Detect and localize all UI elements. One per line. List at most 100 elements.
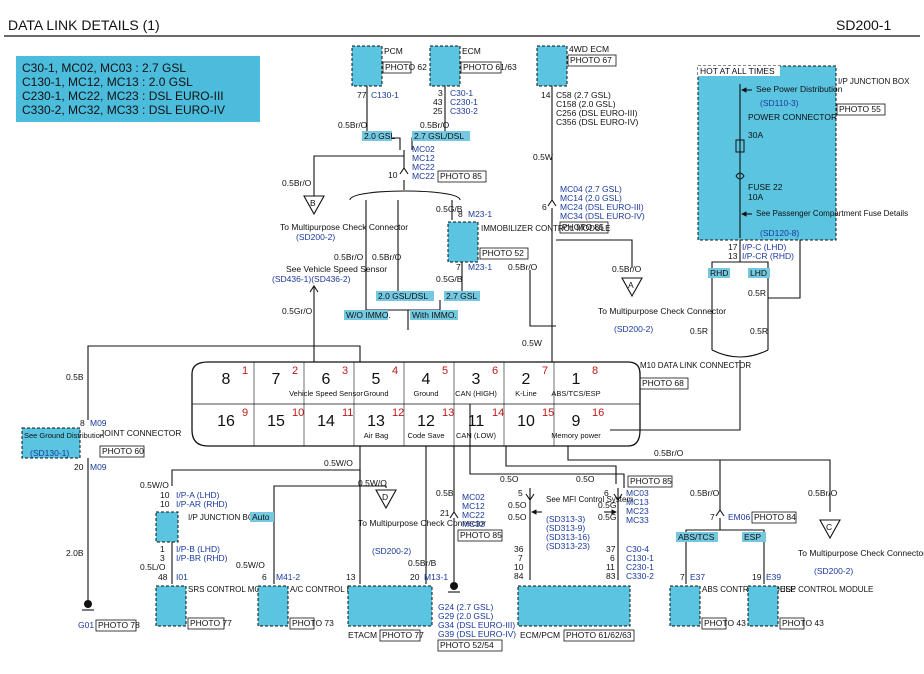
dlc-pin-label: Air Bag [364, 431, 389, 440]
joint-conn: M09 [90, 418, 107, 428]
ecm-4wd-conn: C356 (DSL EURO-IV) [556, 117, 639, 127]
ipj-pin: 10 [160, 499, 170, 509]
gnd-photo: PHOTO 85 [460, 530, 502, 540]
wire-label: 0.5L/O [140, 562, 166, 572]
dlc-pin-ref: 2 [292, 365, 298, 377]
jbox-conn: I/P-C (LHD) [742, 242, 787, 252]
ref-d-ref: (SD200-2) [372, 546, 411, 556]
jbox-photo: PHOTO 55 [839, 104, 881, 114]
g01-photo: PHOTO 78 [98, 620, 140, 630]
wire-label: 0.5B [66, 372, 84, 382]
mfi-conn: C330-2 [626, 571, 654, 581]
wire-label: 0.5Br/O [334, 252, 364, 262]
mfi-pin: 37 [606, 544, 616, 554]
ac-pin: 6 [262, 572, 267, 582]
immo-pin-bottom: 7 [456, 262, 461, 272]
wire-label: 0.5Br/O [420, 120, 450, 130]
ref-b-ref: (SD200-2) [296, 232, 335, 242]
legend-line: C130-1, MC12, MC13 : 2.0 GSL [22, 75, 193, 89]
dlc-pin-number: 11 [468, 413, 485, 430]
page-title: DATA LINK DETAILS (1) [8, 17, 160, 33]
etacm-pin: 13 [346, 572, 356, 582]
mfi-ref: (SD313-3) [546, 514, 585, 524]
mc-conn: MC12 [412, 153, 435, 163]
wire-label: 0.5O [576, 474, 595, 484]
wire-label: 0.5Br/O [338, 120, 368, 130]
g01-label: G01 [78, 620, 94, 630]
wire-label: 0.5R [690, 326, 708, 336]
vss-text: See Vehicle Speed Sensor [286, 264, 387, 274]
joint-gdref: (SD130-1) [30, 448, 69, 458]
ref-a-ref: (SD200-2) [614, 324, 653, 334]
mc-pin: 10 [388, 170, 398, 180]
wire-label: 0.5Br/O [690, 488, 720, 498]
ecm-4wd-conn: C58 (2.7 GSL) [556, 90, 611, 100]
mfi-conn: C30-4 [626, 544, 649, 554]
wire-label: 0.5B [436, 488, 454, 498]
mfi-conn: C230-1 [626, 562, 654, 572]
dlc-pin-ref: 9 [242, 407, 248, 419]
wire-label: 0.5G/B [436, 204, 463, 214]
mfi-ref: (SD313-9) [546, 523, 585, 533]
wire-label: 0.5Br/O [282, 178, 312, 188]
mc2-conn: MC04 (2.7 GSL) [560, 184, 622, 194]
ipj-conn: I/P-B (LHD) [176, 544, 220, 554]
immo-conn: M23-1 [468, 209, 492, 219]
esp-label: ESP CONTROL MODULE [780, 585, 873, 594]
dlc-pin-label: Code Save [407, 431, 444, 440]
dlc-pin-ref: 6 [492, 365, 498, 377]
legend-box [16, 56, 260, 122]
em06-photo: PHOTO 84 [754, 512, 796, 522]
dlc-pin-label: CAN (HIGH) [455, 389, 497, 398]
joint-label: JOINT CONNECTOR [100, 428, 181, 438]
srs-pin: 48 [158, 572, 168, 582]
gnd-ground: G24 (2.7 GSL) [438, 602, 493, 612]
wire-label: 0.5W/O [236, 560, 265, 570]
mfi-title: See MFI Control System [546, 495, 633, 504]
dlc-label: M10 DATA LINK CONNECTOR [640, 361, 751, 370]
dlc-pin-label: CAN (LOW) [456, 431, 497, 440]
immo-label: IMMOBILIZER CONTROL MODULE [481, 224, 611, 233]
gnd-conn: MC32 [462, 519, 485, 529]
ac-label: A/C CONTROL MODULE [290, 585, 381, 594]
wire-label: 0.5G/B [436, 274, 463, 284]
mfi-pin: 11 [606, 562, 615, 572]
wire-label: 0.5R [748, 288, 766, 298]
ipj-label: I/P JUNCTION BOX [188, 513, 260, 522]
mc2-conn: MC14 (2.0 GSL) [560, 193, 622, 203]
dlc-pin-ref: 10 [292, 407, 304, 419]
ip-junction-box [697, 65, 837, 241]
mc-conn: MC02 [412, 144, 435, 154]
wire-label: 0.5Br/O [508, 262, 538, 272]
mfi-pin: 6 [610, 553, 615, 563]
jbox-fuse: FUSE 22 [748, 182, 783, 192]
ecm-pin: 43 [433, 97, 443, 107]
srs-label: SRS CONTROL MODULE [188, 585, 282, 594]
immo-pin-top: 8 [458, 209, 463, 219]
wire-label: 0.5Br/O [372, 252, 402, 262]
em06-conn: EM06 [728, 512, 750, 522]
jbox-pd: See Power Distribution [756, 84, 843, 94]
wire-label: 0.5G [598, 500, 616, 510]
gnd-pin: 21 [440, 508, 450, 518]
wire-label: 0.5R [750, 326, 768, 336]
ref-d-text: To Multipurpose Check Connector [358, 518, 486, 528]
gnd-conn: MC02 [462, 492, 485, 502]
legend-line: C30-1, MC02, MC03 : 2.7 GSL [22, 61, 186, 75]
dlc-pin-number: 4 [422, 371, 431, 388]
joint-pin: 20 [74, 462, 84, 472]
pcm-photo: PHOTO 62 [385, 62, 427, 72]
tag-rhd: RHD [710, 268, 728, 278]
ipj-conn: I/P-AR (RHD) [176, 499, 228, 509]
etacm-module [347, 585, 433, 627]
data-link-connector [191, 361, 641, 447]
mfi-conn: MC03 [626, 488, 649, 498]
jbox-pdref: (SD110-3) [760, 98, 799, 108]
dlc-pin-ref: 1 [242, 365, 248, 377]
jbox-pc: POWER CONNECTOR [748, 112, 837, 122]
wire-label: 0.5Br/O [654, 448, 684, 458]
ecm-pcm-label: ECM/PCM [520, 630, 560, 640]
immo-conn: M23-1 [468, 262, 492, 272]
tag-esp: ESP [744, 532, 761, 542]
gnd-ground: G34 (DSL EURO-III) [438, 620, 515, 630]
